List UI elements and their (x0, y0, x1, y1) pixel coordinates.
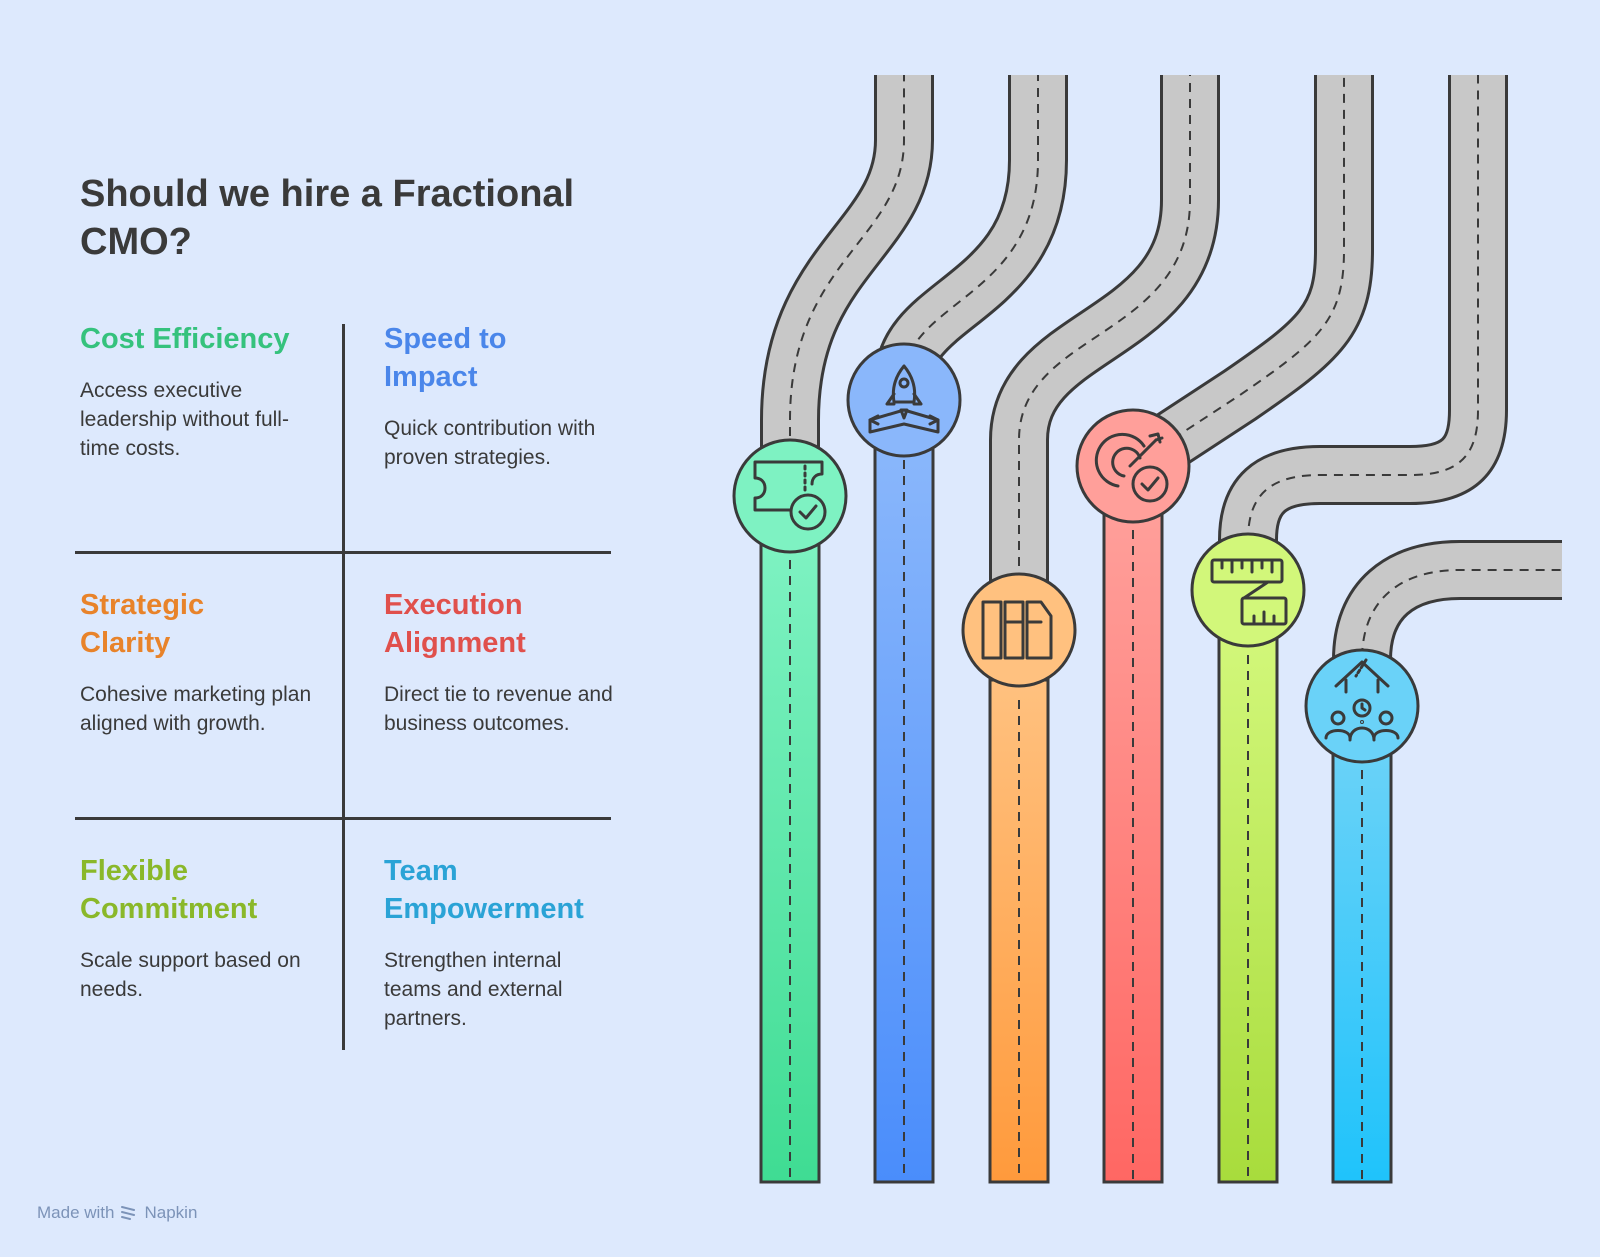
benefit-heading: Strategic Clarity (80, 589, 205, 659)
benefit-text: Access executive leadership without full… (80, 379, 289, 460)
grid-vertical-divider (342, 324, 345, 1050)
lane-speed-to-impact (873, 438, 935, 1184)
benefit-text: Cohesive marketing plan aligned with gro… (80, 683, 312, 735)
lane-flexible-commitment (1217, 633, 1279, 1184)
benefit-heading: Flexible Commitment (80, 855, 258, 925)
road-grey-4 (1116, 75, 1374, 491)
ticket-check-icon (732, 438, 848, 554)
lane-strategic-clarity (988, 678, 1050, 1184)
benefit-heading: Speed to Impact (384, 323, 507, 393)
page-title: Should we hire a Fractional CMO? (80, 173, 575, 263)
lane-cost-efficiency (759, 538, 821, 1184)
benefit-text: Quick contribution with proven strategie… (384, 417, 596, 469)
road-grey-5 (1218, 75, 1508, 590)
grid-horizontal-divider-2 (75, 817, 611, 820)
lane-team-empowerment (1331, 748, 1393, 1184)
benefit-cost-efficiency: Cost Efficiency Access executive leaders… (80, 320, 305, 460)
measuring-tape-icon (1190, 532, 1306, 648)
footer-branding[interactable]: Made with Napkin (37, 1203, 197, 1223)
benefit-text: Direct tie to revenue and business outco… (384, 683, 613, 735)
benefit-flexible-commitment: Flexible Commitment Scale support based … (80, 852, 305, 1001)
road-grey-1 (760, 75, 934, 500)
benefit-text: Scale support based on needs. (80, 949, 301, 1001)
napkin-logo-icon (121, 1206, 136, 1220)
team-growth-icon (1304, 648, 1420, 764)
target-check-icon (1075, 408, 1191, 524)
plan-columns-icon (961, 572, 1077, 688)
road-grey-3 (989, 75, 1220, 630)
benefit-heading: Cost Efficiency (80, 323, 290, 355)
benefit-heading: Team Empowerment (384, 855, 584, 925)
benefit-text: Strengthen internal teams and external p… (384, 949, 563, 1030)
benefit-speed-to-impact: Speed to Impact Quick contribution with … (384, 320, 609, 469)
footer-brand: Napkin (144, 1203, 198, 1222)
benefits-grid: Cost Efficiency Access executive leaders… (75, 320, 613, 1050)
footer-made-with: Made with (37, 1203, 115, 1222)
grid-horizontal-divider-1 (75, 551, 611, 554)
rocket-launch-icon (846, 342, 962, 458)
benefit-team-empowerment: Team Empowerment Strengthen internal tea… (384, 852, 609, 1030)
benefit-execution-alignment: Execution Alignment Direct tie to revenu… (384, 586, 613, 735)
benefit-strategic-clarity: Strategic Clarity Cohesive marketing pla… (80, 586, 311, 735)
lane-execution-alignment (1102, 508, 1164, 1184)
benefit-heading: Execution Alignment (384, 589, 526, 659)
